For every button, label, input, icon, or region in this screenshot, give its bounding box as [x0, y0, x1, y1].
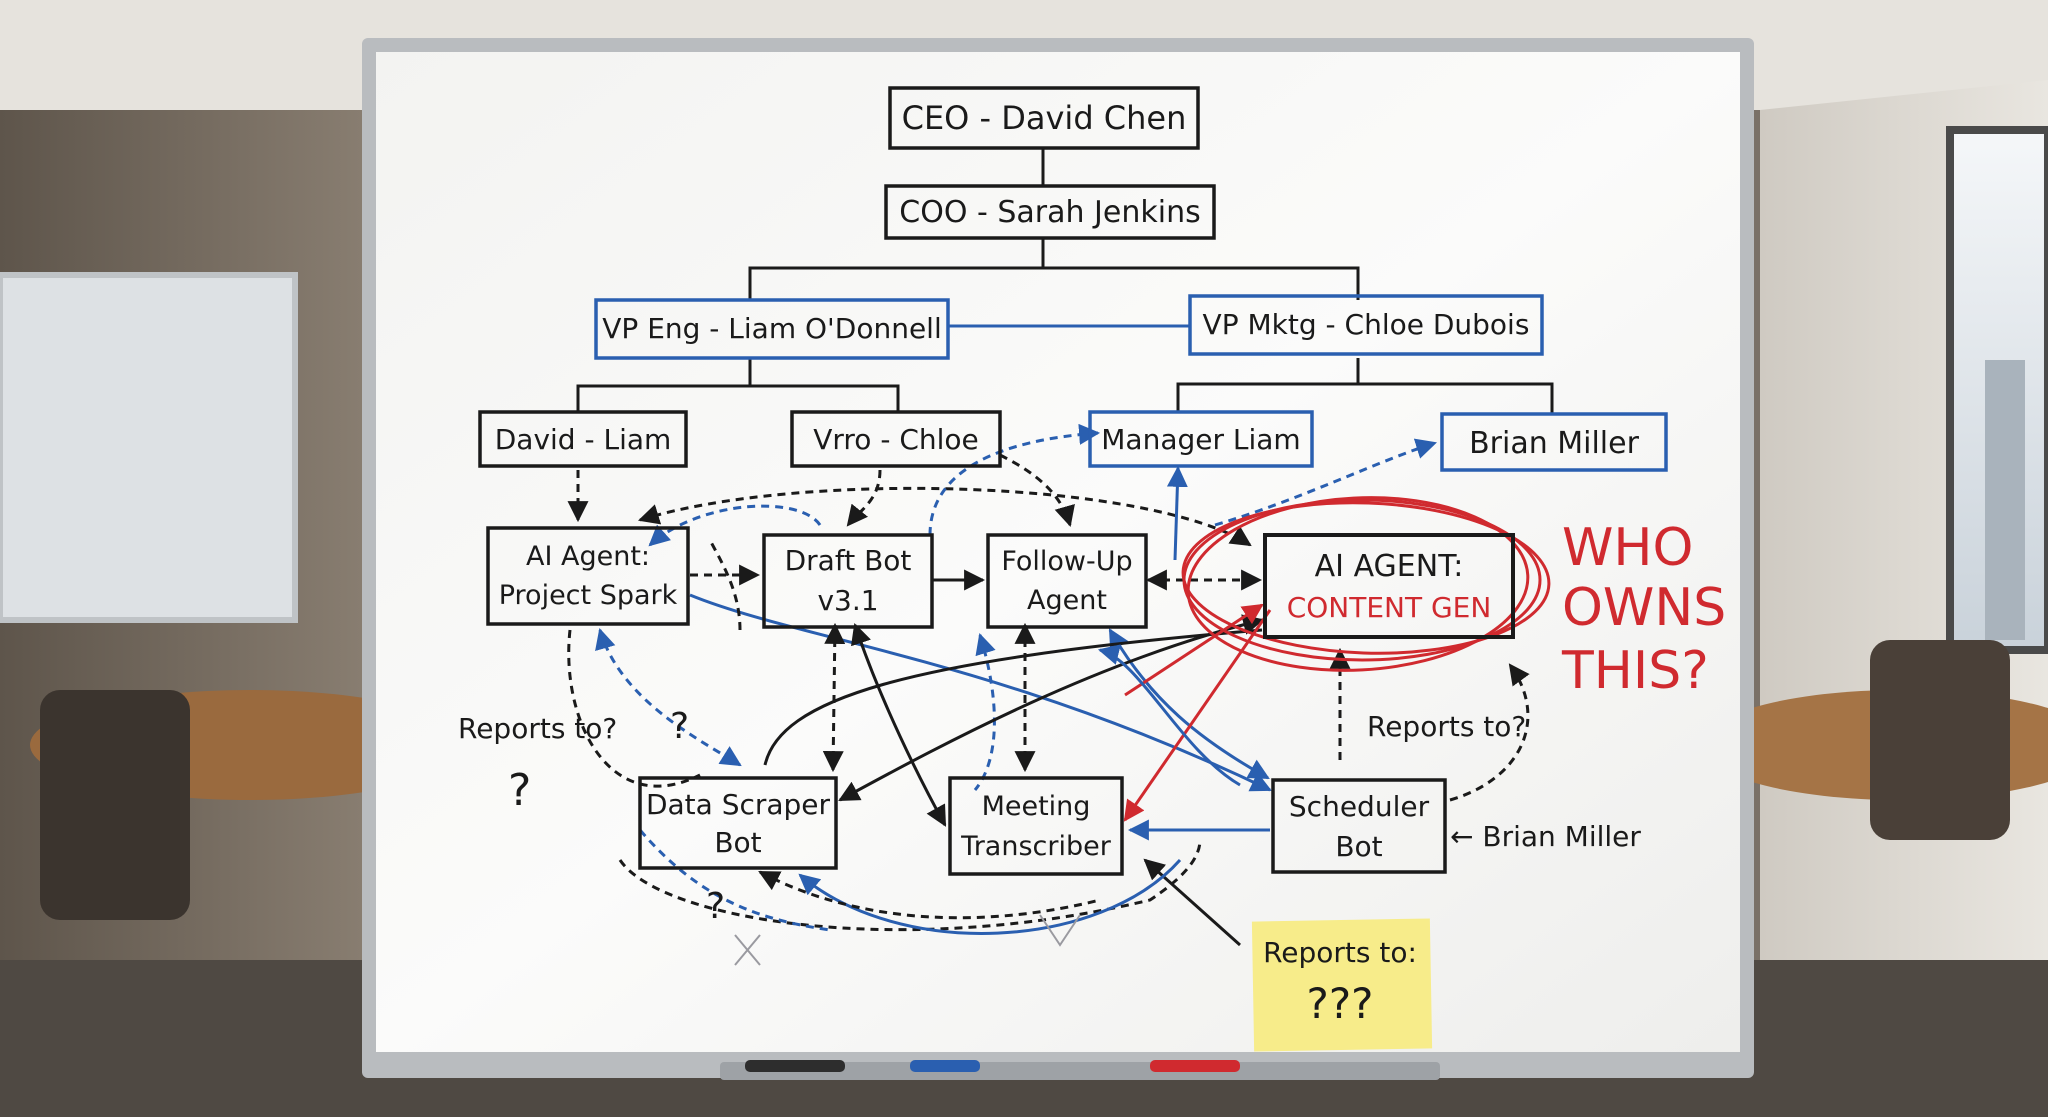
project-spark-box: AI Agent: Project Spark — [486, 526, 690, 626]
manager-vrro-chloe-label: Vrro - Chloe — [813, 423, 979, 456]
manager-david-liam-label: David - Liam — [495, 423, 672, 456]
red-circle-scribble — [1181, 496, 1551, 672]
reports-to-right: Reports to? — [1367, 710, 1526, 743]
org-connectors — [576, 148, 1554, 414]
content-gen-box: AI AGENT: CONTENT GEN — [1263, 533, 1515, 639]
manager-liam-label: Manager Liam — [1101, 423, 1300, 456]
vp-eng-box: VP Eng - Liam O'Donnell — [594, 298, 950, 360]
scheduler-bot-line1: Scheduler — [1289, 790, 1430, 823]
who-owns-line2: OWNS — [1562, 578, 1726, 638]
black-marker — [745, 1060, 845, 1072]
brian-miller-label: Brian Miller — [1469, 426, 1640, 461]
ceo-box: CEO - David Chen — [888, 86, 1200, 150]
brian-miller-box: Brian Miller — [1440, 412, 1668, 472]
reports-to-left: Reports to? — [458, 712, 617, 745]
coo-box: COO - Sarah Jenkins — [884, 184, 1216, 240]
right-chair — [1870, 640, 2010, 840]
agent-boxes: AI Agent: Project Spark Draft Bot v3.1 F… — [486, 526, 1515, 876]
project-spark-line2: Project Spark — [499, 580, 678, 611]
coo-label: COO - Sarah Jenkins — [899, 195, 1200, 230]
annotations: WHO OWNS THIS? Reports to? ? ? ? Reports… — [458, 518, 1726, 927]
sticky-note-line2: ??? — [1307, 979, 1374, 1028]
vp-mktg-box: VP Mktg - Chloe Dubois — [1188, 294, 1544, 356]
scheduler-bot-box: Scheduler Bot — [1271, 778, 1447, 874]
scheduler-bot-line2: Bot — [1335, 830, 1382, 863]
data-scraper-line1: Data Scraper — [646, 788, 831, 821]
meeting-transcriber-line2: Transcriber — [960, 831, 1112, 862]
red-marker — [1150, 1060, 1240, 1072]
manager-vrro-chloe-box: Vrro - Chloe — [790, 410, 1002, 468]
sticky-note: Reports to: ??? — [1251, 918, 1433, 1052]
who-owns-line3: THIS? — [1561, 641, 1709, 701]
data-scraper-box: Data Scraper Bot — [638, 776, 838, 870]
question-mark-3: ? — [706, 886, 725, 927]
sticky-note-line1: Reports to: — [1263, 936, 1417, 969]
question-mark-1: ? — [670, 706, 689, 747]
marker-tray — [720, 1062, 1440, 1080]
draft-bot-line1: Draft Bot — [785, 544, 912, 577]
draft-bot-box: Draft Bot v3.1 — [762, 533, 934, 629]
window-building — [1985, 360, 2025, 640]
agent-arrows — [567, 423, 1530, 947]
follow-up-agent-box: Follow-Up Agent — [986, 533, 1148, 629]
meeting-transcriber-line1: Meeting — [982, 791, 1091, 822]
sticky-note-paper — [1251, 918, 1433, 1052]
vp-eng-label: VP Eng - Liam O'Donnell — [602, 312, 941, 345]
erased-marks — [734, 914, 1081, 966]
project-spark-line1: AI Agent: — [526, 541, 650, 572]
blue-marker — [910, 1060, 980, 1072]
brian-miller-note: ← Brian Miller — [1450, 820, 1641, 853]
left-chair — [40, 690, 190, 920]
content-gen-line2: CONTENT GEN — [1287, 591, 1492, 624]
follow-up-line2: Agent — [1027, 585, 1107, 616]
wall-whiteboard — [0, 272, 298, 623]
vp-mktg-label: VP Mktg - Chloe Dubois — [1203, 308, 1530, 341]
meeting-transcriber-box: Meeting Transcriber — [948, 776, 1124, 876]
manager-liam-box: Manager Liam — [1088, 410, 1314, 468]
manager-david-liam-box: David - Liam — [478, 410, 688, 468]
data-scraper-line2: Bot — [714, 826, 761, 859]
org-chart: CEO - David Chen COO - Sarah Jenkins VP … — [478, 86, 1668, 472]
draft-bot-line2: v3.1 — [817, 584, 878, 617]
content-gen-line1: AI AGENT: — [1315, 549, 1464, 584]
follow-up-line1: Follow-Up — [1001, 546, 1132, 577]
ceo-label: CEO - David Chen — [902, 99, 1187, 137]
question-mark-2: ? — [508, 765, 531, 816]
who-owns-line1: WHO — [1562, 518, 1693, 578]
